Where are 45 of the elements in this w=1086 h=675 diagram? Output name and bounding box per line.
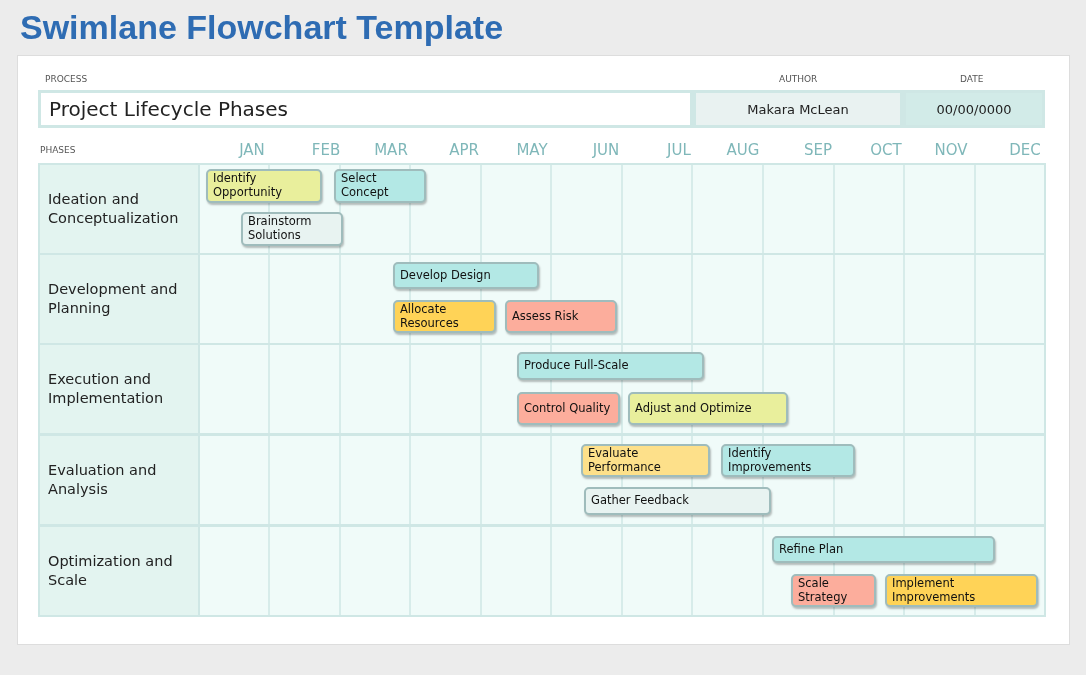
column-header: PHASES bbox=[40, 145, 76, 155]
month-label: SEP bbox=[804, 141, 832, 159]
task-box: Evaluate Performance bbox=[581, 444, 710, 477]
month-label: MAY bbox=[516, 141, 548, 159]
month-label: DEC bbox=[1009, 141, 1041, 159]
field-value: Makara McLean bbox=[693, 90, 903, 128]
lane-title: Execution and Implementation bbox=[40, 345, 200, 433]
month-label: FEB bbox=[311, 141, 341, 159]
task-box: Identify Opportunity bbox=[206, 169, 322, 203]
month-label: JUL bbox=[667, 141, 691, 159]
field-label: PROCESS bbox=[45, 74, 88, 84]
task-box: Identify Improvements bbox=[721, 444, 855, 477]
task-box: Brainstorm Solutions bbox=[241, 212, 343, 246]
task-box: Scale Strategy bbox=[791, 574, 876, 607]
field-value: Project Lifecycle Phases bbox=[38, 90, 693, 128]
task-box: Assess Risk bbox=[505, 300, 617, 333]
month-label: NOV bbox=[934, 141, 968, 159]
swimlane bbox=[38, 434, 1046, 526]
month-label: MAR bbox=[374, 141, 408, 159]
task-box: Control Quality bbox=[517, 392, 620, 425]
task-box: Adjust and Optimize bbox=[628, 392, 788, 425]
month-label: OCT bbox=[870, 141, 902, 159]
month-label: APR bbox=[449, 141, 479, 159]
lane-title: Ideation and Conceptualization bbox=[40, 165, 200, 253]
field-label: AUTHOR bbox=[779, 74, 818, 84]
field-label: DATE bbox=[960, 74, 984, 84]
month-label: AUG bbox=[726, 141, 760, 159]
task-box: Select Concept bbox=[334, 169, 426, 203]
task-box: Refine Plan bbox=[772, 536, 995, 563]
lane-title: Optimization and Scale bbox=[40, 527, 200, 615]
swimlane bbox=[38, 253, 1046, 345]
field-value: 00/00/0000 bbox=[903, 90, 1045, 128]
task-box: Develop Design bbox=[393, 262, 539, 289]
swimlane bbox=[38, 343, 1046, 435]
task-box: Allocate Resources bbox=[393, 300, 496, 333]
month-label: JUN bbox=[592, 141, 620, 159]
swimlane bbox=[38, 163, 1046, 255]
task-box: Produce Full-Scale bbox=[517, 352, 704, 380]
lane-title: Development and Planning bbox=[40, 255, 200, 343]
task-box: Gather Feedback bbox=[584, 487, 771, 515]
swimlane bbox=[38, 525, 1046, 617]
month-label: JAN bbox=[239, 141, 265, 159]
title: Swimlane Flowchart Template bbox=[20, 8, 504, 47]
lane-title: Evaluation and Analysis bbox=[40, 436, 200, 524]
task-box: Implement Improvements bbox=[885, 574, 1038, 607]
